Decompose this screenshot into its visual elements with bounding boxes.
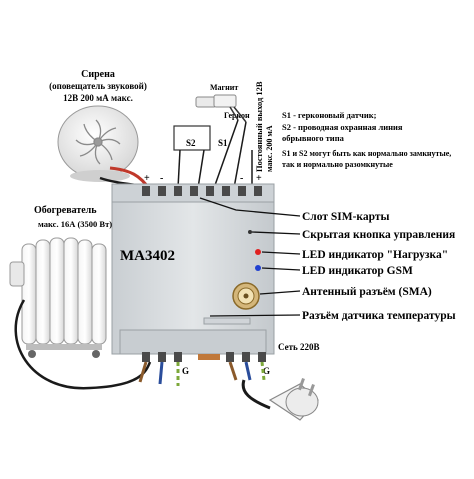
plus-mark-left: + (144, 173, 150, 184)
callout-sim-slot: Слот SIM-карты (302, 211, 390, 223)
mains-wire-blue (244, 361, 252, 381)
mains-wire-brown (228, 361, 238, 381)
s1-label: S1 (218, 138, 228, 148)
reed-label: Геркон (224, 111, 250, 120)
callout-gsm-led: LED индикатор GSM (302, 265, 413, 277)
callout-temp-sensor: Разъём датчика температуры (302, 310, 456, 322)
heater-wire-blue (158, 361, 164, 385)
s2-label: S2 (186, 138, 196, 148)
svg-text:S1 - герконовый датчик;: S1 - герконовый датчик; (282, 110, 377, 120)
sensor-notes: S1 - герконовый датчик; S2 - проводная о… (282, 110, 451, 169)
callouts (199, 197, 301, 317)
siren-title: Сирена (81, 69, 115, 80)
reed-block (213, 94, 237, 108)
mains-cable (241, 379, 271, 410)
mains-label: Сеть 220В (278, 342, 320, 352)
siren: Сирена (оповещатель звуковой) 12В 200 мА… (49, 69, 147, 182)
heater: Обогреватель макс. 16А (3500 Вт) (9, 205, 112, 358)
load-led (255, 249, 261, 255)
svg-text:S1 и S2 могут быть как нормаль: S1 и S2 могут быть как нормально замкнут… (282, 149, 451, 158)
heater-title: Обогреватель (34, 205, 97, 216)
heater-wire-brown (138, 361, 148, 383)
radiator-fins (21, 237, 107, 345)
callout-antenna: Антенный разъём (SMA) (302, 286, 432, 298)
ground-mark-right: G (263, 366, 270, 376)
magnet-block (195, 96, 217, 108)
callout-labels: Слот SIM-карты Скрытая кнопка управления… (302, 211, 456, 322)
svg-text:обрывного типа: обрывного типа (282, 133, 345, 143)
minus-mark-right: - (240, 173, 243, 184)
siren-grille-icon (75, 119, 121, 165)
gsm-led (255, 265, 261, 271)
antenna-connector[interactable] (232, 282, 260, 310)
callout-load-led: LED индикатор "Нагрузка" (302, 249, 448, 261)
plus-mark-right: + (256, 173, 262, 184)
ground-mark-left: G (182, 366, 189, 376)
top-terminal-block (142, 186, 262, 196)
mains-plug-icon: Сеть 220В (268, 342, 320, 421)
hidden-button[interactable] (248, 230, 252, 234)
minus-mark-left: - (160, 173, 163, 184)
svg-text:макс. 200 мА: макс. 200 мА (265, 125, 274, 172)
s2-box: S2 (173, 125, 211, 151)
siren-base-shadow (70, 170, 130, 182)
svg-text:S2 - проводная охранная линия: S2 - проводная охранная линия (282, 122, 403, 132)
svg-text:Постоянный выход 12В: Постоянный выход 12В (254, 81, 264, 172)
siren-subtitle: (оповещатель звуковой) (49, 81, 147, 91)
reed-sensor: Магнит Геркон (195, 83, 250, 123)
siren-rating: 12В 200 мА макс. (63, 93, 133, 103)
callout-hidden-button: Скрытая кнопка управления (302, 229, 455, 241)
temp-sensor-port[interactable] (198, 354, 220, 360)
bottom-terminal-block (142, 352, 266, 362)
mains-wire-ground (260, 361, 266, 381)
dc-output-label: Постоянный выход 12В макс. 200 мА (254, 81, 274, 172)
svg-text:так и нормально разомкнутые: так и нормально разомкнутые (282, 160, 393, 169)
gsm-device: + - - + MA3402 G G (111, 173, 275, 376)
magnet-label: Магнит (210, 83, 238, 92)
device-model: MA3402 (120, 248, 175, 264)
heater-rating: макс. 16А (3500 Вт) (38, 219, 112, 229)
